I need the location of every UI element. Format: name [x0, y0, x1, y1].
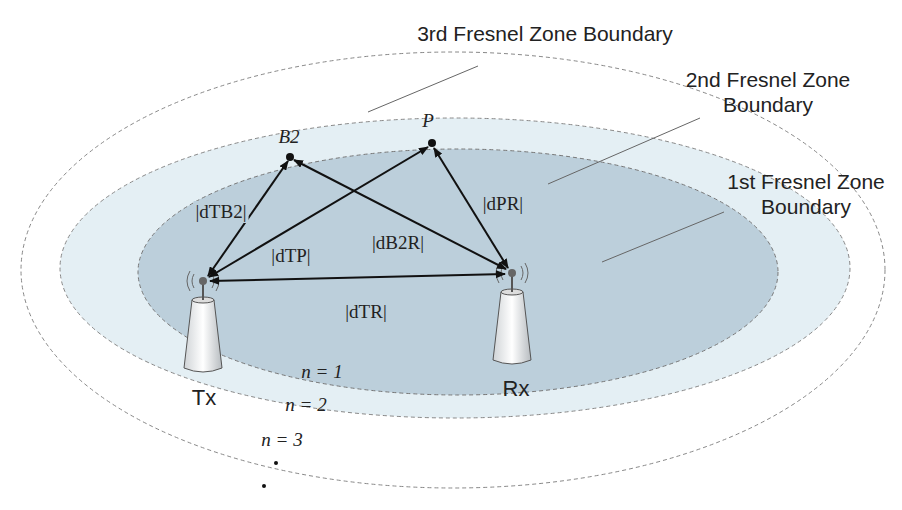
station-label: Rx — [503, 376, 530, 402]
callout-label: 3rd Fresnel Zone Boundary — [415, 21, 675, 46]
distance-label: |dTP| — [269, 245, 312, 267]
ellipsis-dot — [262, 484, 266, 488]
distance-label: |dTR| — [345, 301, 386, 323]
distance-label: |dPR| — [481, 193, 525, 215]
distance-label: |dB2R| — [370, 232, 426, 254]
point-b2 — [286, 153, 294, 161]
ellipsis-dot — [274, 461, 278, 465]
point-label: P — [422, 110, 434, 132]
zone-index: n = 1 — [301, 361, 342, 383]
distance-label: |dTB2| — [194, 201, 249, 223]
zone-2 — [60, 118, 850, 418]
station-label: Tx — [192, 385, 216, 411]
point-p — [428, 139, 436, 147]
tx-antenna — [184, 271, 222, 372]
zone-1 — [138, 149, 778, 395]
leader — [368, 66, 478, 112]
zone-index: n = 3 — [261, 429, 302, 451]
callout-label: 1st Fresnel Zone Boundary — [706, 169, 902, 219]
callout-label: 2nd Fresnel Zone Boundary — [648, 67, 888, 117]
zone-3 — [21, 52, 885, 488]
point-label: B2 — [278, 126, 299, 148]
leader — [602, 212, 724, 262]
rx-antenna — [493, 263, 531, 364]
leader — [548, 118, 700, 184]
zone-index: n = 2 — [285, 394, 326, 416]
distance-arrow — [210, 274, 505, 281]
